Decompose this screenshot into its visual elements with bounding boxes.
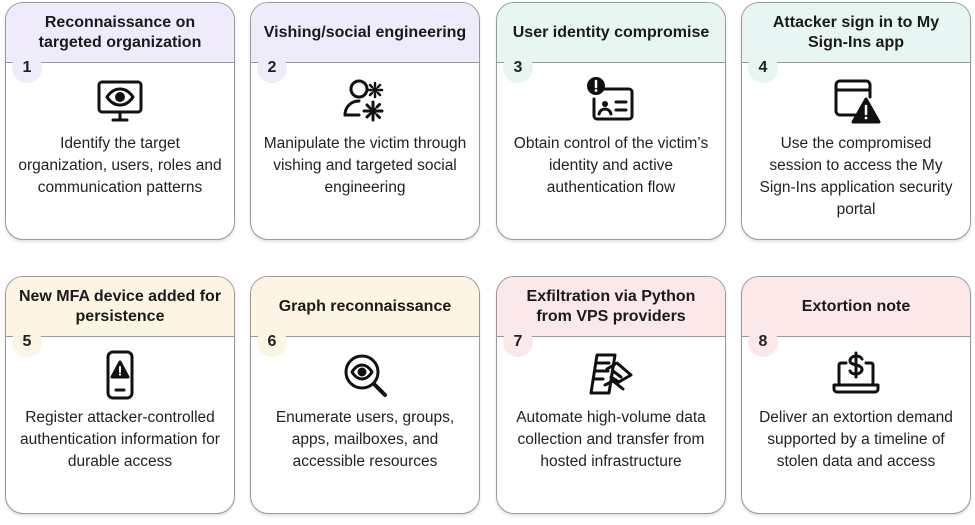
card-description: Identify the target organization, users,… (18, 135, 222, 196)
step-number: 6 (257, 327, 287, 357)
card-header: Extortion note (742, 277, 970, 337)
phone-warning-icon (94, 349, 146, 401)
card-title: Graph reconnaissance (278, 297, 452, 315)
card-header: New MFA device added for persistence (6, 277, 234, 337)
user-gear-icon (339, 75, 391, 127)
card-title: Attacker sign in to My Sign-Ins app (772, 13, 940, 51)
step-number: 8 (748, 327, 778, 357)
step-card-2: Vishing/social engineering 2 Manipulate … (250, 2, 480, 240)
step-number: 7 (503, 327, 533, 357)
card-title: Vishing/social engineering (263, 23, 467, 41)
step-card-7: Exfiltration via Python from VPS provide… (496, 276, 726, 514)
card-header: Reconnaissance on targeted organization (6, 3, 234, 63)
card-header: Graph reconnaissance (251, 277, 479, 337)
step-card-6: Graph reconnaissance 6 Enumerate users, … (250, 276, 480, 514)
step-number: 1 (12, 53, 42, 83)
document-transfer-icon (585, 349, 637, 401)
card-title: Reconnaissance on targeted organization (38, 13, 202, 51)
card-title: User identity compromise (512, 23, 710, 41)
card-title: Exfiltration via Python from VPS provide… (526, 287, 696, 325)
step-card-1: Reconnaissance on targeted organization … (5, 2, 235, 240)
step-card-5: New MFA device added for persistence 5 R… (5, 276, 235, 514)
card-title: Extortion note (801, 297, 911, 315)
card-description: Obtain control of the victim’s identity … (513, 135, 709, 196)
card-description: Deliver an extortion demand supported by… (759, 409, 953, 470)
step-number: 4 (748, 53, 778, 83)
id-card-alert-icon (585, 75, 637, 127)
monitor-eye-icon (94, 75, 146, 127)
step-number: 5 (12, 327, 42, 357)
step-number: 3 (503, 53, 533, 83)
card-description: Enumerate users, groups, apps, mailboxes… (275, 409, 455, 470)
card-header: Attacker sign in to My Sign-Ins app (742, 3, 970, 63)
card-header: Vishing/social engineering (251, 3, 479, 63)
card-description: Register attacker-controlled authenticat… (20, 409, 220, 470)
card-title: New MFA device added for persistence (18, 287, 222, 325)
card-header: User identity compromise (497, 3, 725, 63)
window-warning-icon (830, 75, 882, 127)
step-card-8: Extortion note 8 Deliver an extortion de… (741, 276, 971, 514)
card-header: Exfiltration via Python from VPS provide… (497, 277, 725, 337)
card-description: Use the compromised session to access th… (759, 135, 953, 218)
search-eye-icon (339, 349, 391, 401)
step-card-3: User identity compromise 3 Obtain contro… (496, 2, 726, 240)
step-card-4: Attacker sign in to My Sign-Ins app 4 Us… (741, 2, 971, 240)
laptop-money-icon (830, 349, 882, 401)
step-number: 2 (257, 53, 287, 83)
card-description: Automate high-volume data collection and… (516, 409, 706, 470)
card-description: Manipulate the victim through vishing an… (263, 135, 467, 196)
